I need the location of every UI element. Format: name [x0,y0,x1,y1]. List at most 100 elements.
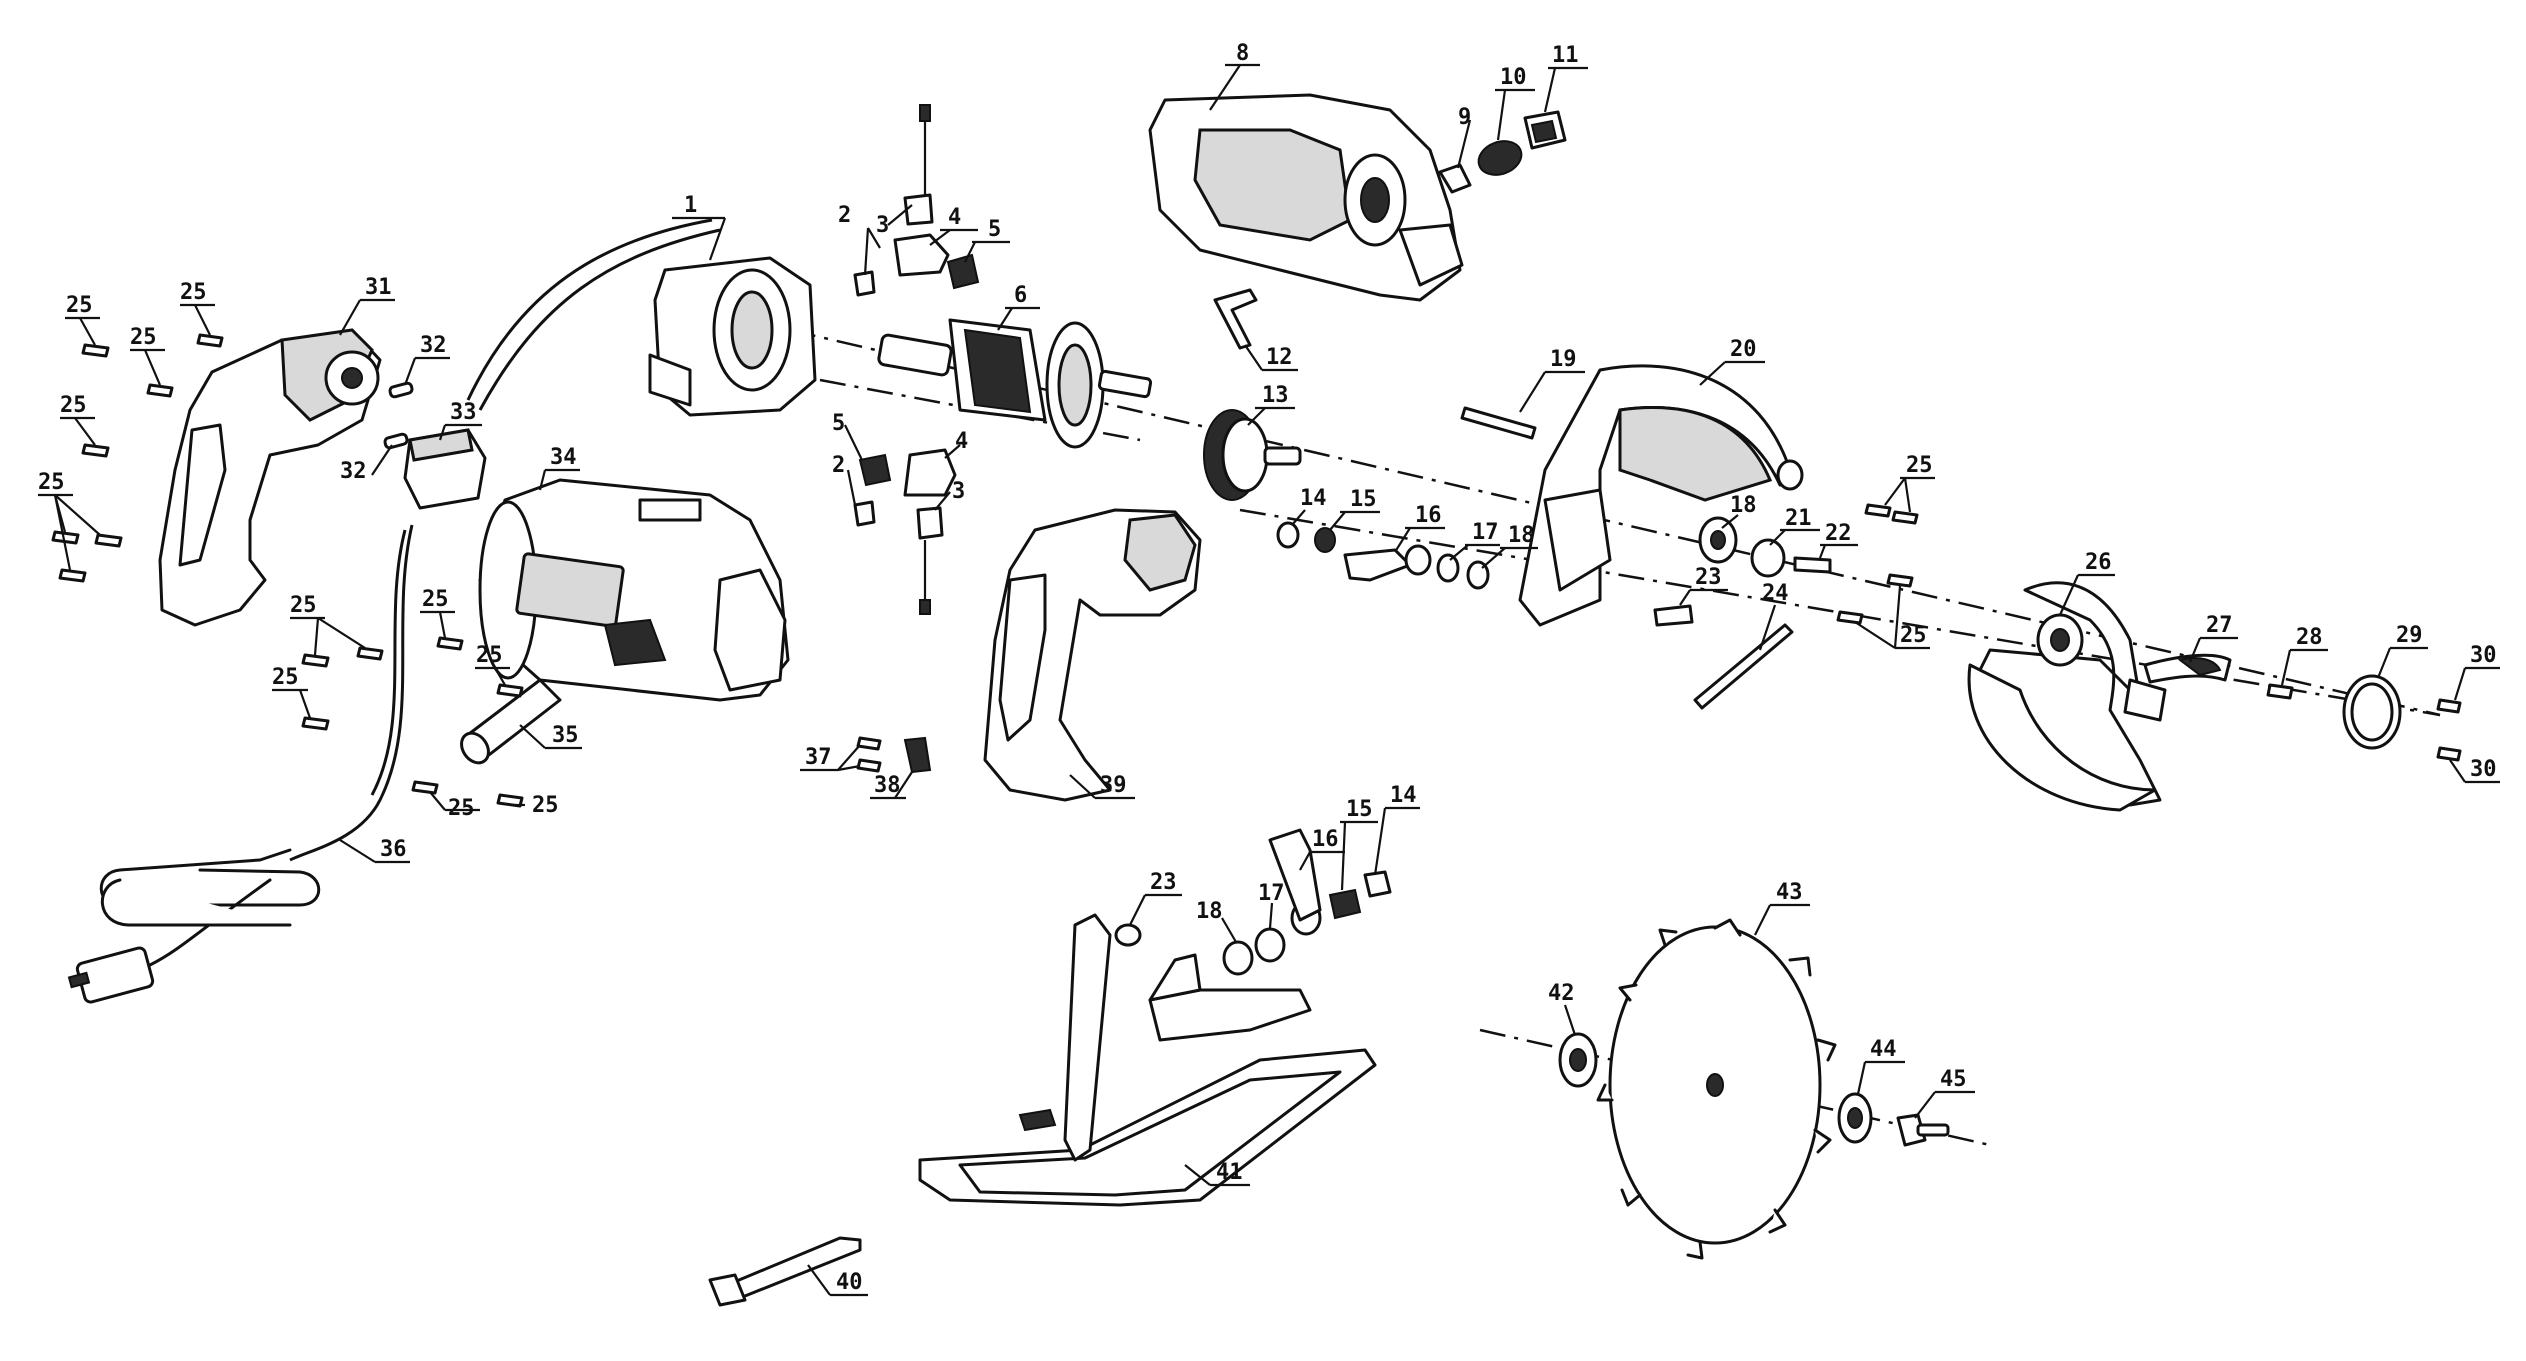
brush-assembly-bottom [853,448,957,615]
callout-39: 39 [1100,773,1127,798]
callout-33: 33 [450,400,477,425]
callout-45: 45 [1940,1067,1967,1092]
callout-2-top: 2 [838,203,851,228]
depth-lever-parts-upper [1276,521,1490,590]
callout-31: 31 [365,275,392,300]
callout-32-top: 32 [420,333,447,358]
screws [51,333,1919,808]
callout-4-top: 4 [948,205,961,230]
callout-25-h: 25 [422,587,449,612]
callout-32-bottom: 32 [340,459,367,484]
callout-16-top: 16 [1415,503,1442,528]
callout-16-bottom: 16 [1312,827,1339,852]
callout-19: 19 [1550,347,1577,372]
power-cord [67,524,414,1004]
callout-22: 22 [1825,521,1852,546]
callout-9: 9 [1458,105,1471,130]
gear-bearing [1203,409,1302,501]
callout-25-g: 25 [272,665,299,690]
callout-1: 1 [684,193,697,218]
callout-25-b: 25 [180,280,207,305]
armature [877,318,1153,449]
callout-10: 10 [1500,65,1527,90]
callout-17-bottom: 17 [1258,881,1285,906]
callout-38: 38 [874,773,901,798]
callout-25-a: 25 [66,293,93,318]
callout-14-top: 14 [1300,486,1327,511]
callout-5-bottom: 5 [832,411,845,436]
callout-18-right: 18 [1730,493,1757,518]
callout-41: 41 [1216,1160,1243,1185]
lower-blade-guard [1967,581,2167,812]
callout-25-m: 25 [1900,623,1927,648]
cord-sleeve [460,678,562,765]
callout-4-bottom: 4 [955,429,968,454]
callout-30-bottom: 30 [2470,757,2497,782]
callout-42: 42 [1548,981,1575,1006]
spring-clip [1213,288,1258,350]
callout-6: 6 [1014,283,1027,308]
callout-29: 29 [2396,623,2423,648]
blade-washers-bolt [1558,1032,1950,1147]
guard-pin [1460,406,1537,440]
callout-25-e: 25 [38,470,65,495]
motor-housing [478,478,790,702]
callout-12: 12 [1266,345,1293,370]
callout-18-top: 18 [1508,523,1535,548]
callout-20: 20 [1730,337,1757,362]
callout-17-top: 17 [1472,520,1499,545]
callout-25-l: 25 [1906,453,1933,478]
callout-21: 21 [1785,506,1812,531]
callout-15-bottom: 15 [1346,797,1373,822]
callout-25-d: 25 [60,393,87,418]
base-plate [918,913,1377,1207]
upper-blade-guard [1518,364,1804,627]
saw-blade [1596,918,1837,1260]
callout-11: 11 [1552,43,1579,68]
callout-25-i: 25 [476,643,503,668]
callouts: 1 2 3 4 5 6 8 9 10 11 [38,41,2500,1297]
callout-37: 37 [805,745,832,770]
handle-screws-spring [856,736,932,774]
callout-5-top: 5 [988,217,1001,242]
callout-18-bottom: 18 [1196,899,1223,924]
callout-2-bottom: 2 [832,453,845,478]
depth-lever-parts-lower [1114,828,1392,976]
gear-housing [1148,93,1464,302]
callout-44: 44 [1870,1037,1897,1062]
callout-13: 13 [1262,383,1289,408]
callout-25-j: 25 [448,796,475,821]
field-stator [466,218,817,417]
callout-35: 35 [552,723,579,748]
callout-25-c: 25 [130,325,157,350]
guard-hardware [1653,538,1832,710]
left-handle-half [158,328,382,627]
callout-25-f: 25 [290,593,317,618]
brush-assembly-top [853,104,980,297]
callout-43: 43 [1776,880,1803,905]
callout-28: 28 [2296,625,2323,650]
guard-lever [2143,653,2232,684]
callout-26: 26 [2085,550,2112,575]
callout-27: 27 [2206,613,2233,638]
guard-spring-parts [2266,674,2462,762]
lock-parts [1438,110,1567,194]
switch [403,428,487,510]
callout-34: 34 [550,445,577,470]
callout-36: 36 [380,837,407,862]
callout-15-top: 15 [1350,487,1377,512]
rip-fence [708,1236,862,1307]
callout-3-top: 3 [876,213,889,238]
callout-3-bottom: 3 [952,479,965,504]
callout-8: 8 [1236,41,1249,66]
callout-40: 40 [836,1270,863,1295]
callout-30-top: 30 [2470,643,2497,668]
callout-23-top: 23 [1695,565,1722,590]
callout-25-k: 25 [532,793,559,818]
callout-14-bottom: 14 [1390,783,1417,808]
pins [383,381,414,450]
callout-24: 24 [1762,581,1789,606]
callout-23-bottom: 23 [1150,870,1177,895]
right-handle-half [983,508,1202,802]
